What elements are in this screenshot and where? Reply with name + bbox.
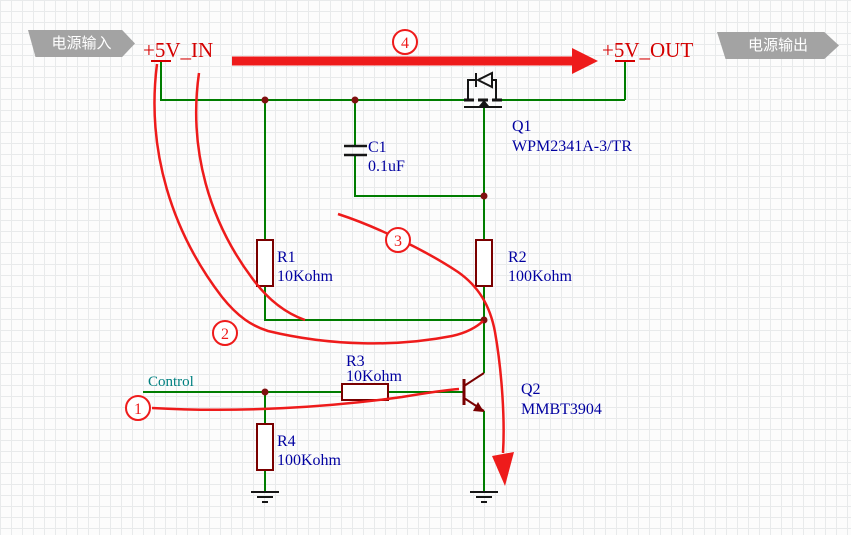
flow-path-b	[195, 72, 306, 322]
junction-dot	[480, 192, 488, 200]
step-4-badge	[392, 29, 418, 55]
step-3-number: 3	[394, 233, 402, 250]
step-1-number: 1	[134, 401, 142, 418]
power-output-banner: 电源输出	[717, 32, 839, 59]
mosfet-q1-symbol	[464, 71, 502, 108]
schematic-labels: +5V_IN +5V_OUT Control Q1 WPM2341A-3/TR …	[143, 38, 693, 469]
flow-path-a	[153, 63, 484, 345]
flow-path-d	[151, 387, 460, 412]
q2-emitter-arrow	[473, 402, 484, 412]
step-2-badge	[212, 320, 238, 346]
resistor-r4-body	[256, 423, 274, 471]
step-1-badge	[125, 395, 151, 421]
c1-designator: C1	[368, 139, 387, 156]
q2-designator: Q2	[521, 381, 541, 398]
resistor-r1-body	[256, 239, 274, 287]
ground-symbol-left	[251, 491, 279, 503]
r3-designator: R3	[346, 353, 365, 370]
junction-dot	[261, 388, 269, 396]
step-2-number: 2	[221, 326, 229, 343]
r4-designator: R4	[277, 433, 296, 450]
q2-collector-lead	[463, 372, 485, 387]
step-badges: 1 2 3 4	[125, 29, 418, 421]
control-net-label: Control	[148, 374, 194, 390]
capacitor-c1-symbol	[344, 144, 367, 157]
r1-value: 10Kohm	[277, 268, 334, 285]
c1-value: 0.1uF	[368, 158, 405, 175]
step-3-badge	[385, 227, 411, 253]
r3-value: 10Kohm	[346, 368, 403, 385]
q2-value: MMBT3904	[521, 401, 602, 418]
resistor-r3-body	[341, 383, 389, 401]
q1-value: WPM2341A-3/TR	[512, 138, 632, 155]
ground-symbol-right	[470, 491, 498, 503]
flow-annotations	[151, 48, 598, 486]
q1-body-diode-triangle	[475, 71, 493, 89]
power-flow-arrow-head	[572, 48, 598, 74]
power-input-banner: 电源输入	[28, 30, 135, 57]
q1-designator: Q1	[512, 118, 532, 135]
resistor-r2-body	[475, 239, 493, 287]
vin-net-label: +5V_IN	[143, 38, 213, 62]
vout-net-label: +5V_OUT	[602, 38, 693, 62]
r1-designator: R1	[277, 249, 296, 266]
r2-value: 100Kohm	[508, 268, 573, 285]
flow-path-c-arrow-head	[492, 452, 514, 486]
npn-q2-symbol	[462, 372, 485, 412]
step-4-number: 4	[401, 35, 409, 52]
junction-dot	[351, 96, 359, 104]
r2-designator: R2	[508, 249, 527, 266]
q1-substrate-arrow	[479, 100, 489, 106]
r4-value: 100Kohm	[277, 452, 342, 469]
junction-dot	[261, 96, 269, 104]
